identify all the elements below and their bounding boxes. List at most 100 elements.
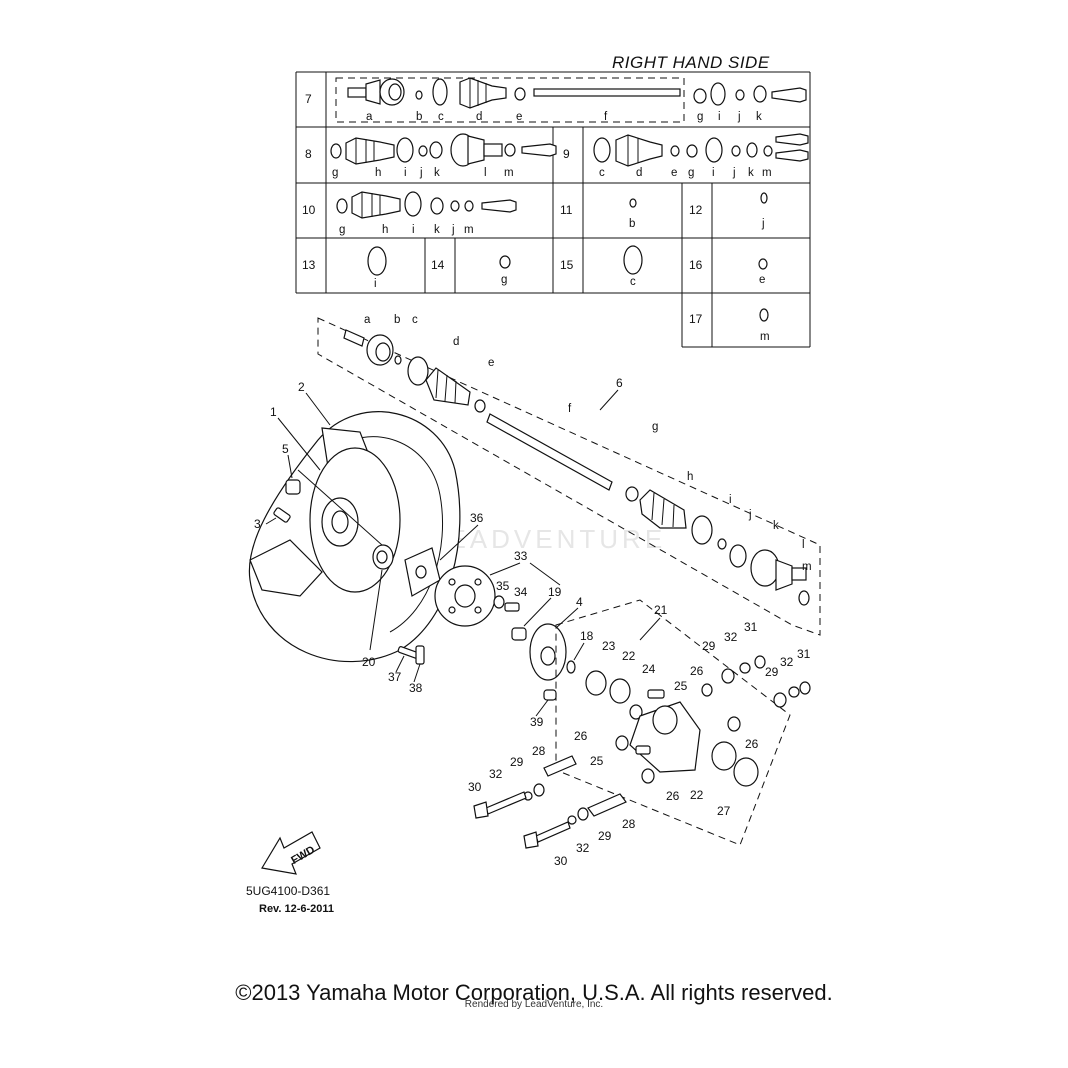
row-number-17: 17 [689, 312, 703, 326]
part-label-25: 25 [674, 679, 688, 693]
part-label-31b: 31 [797, 647, 811, 661]
row-number-15: 15 [560, 258, 574, 272]
revision-date: Rev. 12-6-2011 [259, 903, 334, 915]
shaft-letter-h: h [687, 471, 693, 483]
row-9-parts [593, 133, 809, 167]
part-label-32b: 32 [780, 655, 794, 669]
watermark: LEADVENTURE [430, 524, 666, 554]
part-3-stud [273, 507, 291, 523]
row-number-14: 14 [431, 258, 445, 272]
row17-part-m [759, 308, 769, 322]
part-label-26c: 26 [745, 737, 759, 751]
shaft-letter-a: a [364, 314, 371, 326]
part-label-26b: 26 [574, 729, 588, 743]
part-label-20: 20 [362, 655, 376, 669]
row7-letter-c: c [438, 111, 444, 123]
leader-lines [265, 389, 661, 717]
driveshaft-assembly [317, 317, 821, 636]
shaft-letter-k: k [773, 520, 779, 532]
row10-letter-j: j [451, 224, 455, 236]
part-label-36: 36 [470, 511, 484, 525]
row7-letter-b: b [416, 111, 422, 123]
part-label-32d: 32 [576, 841, 590, 855]
part-label-28b: 28 [622, 817, 636, 831]
row8-letter-h: h [375, 167, 381, 179]
part-label-29b: 29 [765, 665, 779, 679]
part-label-23: 23 [602, 639, 616, 653]
row15-part-c [623, 245, 643, 275]
row7-letter-e: e [516, 111, 522, 123]
row11-letter-b: b [629, 218, 635, 230]
row8-letter-l: l [484, 167, 487, 179]
part-label-21: 21 [654, 603, 668, 617]
part-38-bracket [415, 645, 425, 665]
parts-kit-table [295, 71, 811, 348]
part-label-6: 6 [616, 376, 623, 390]
part-19-nut [511, 627, 527, 641]
part-label-26d: 26 [666, 789, 680, 803]
part-label-24: 24 [642, 662, 656, 676]
part-label-27: 27 [717, 804, 731, 818]
row9-letter-m: m [762, 167, 772, 179]
part-label-37: 37 [388, 670, 402, 684]
shaft-letter-l: l [802, 539, 805, 551]
part-36-plate-hole [415, 565, 427, 579]
row14-letter-g: g [501, 274, 507, 286]
rendered-by: Rendered by LeadVenture, Inc. [464, 999, 604, 1010]
row14-part-g [499, 255, 511, 269]
row17-letter-m: m [760, 331, 770, 343]
part-4-disc [529, 623, 567, 681]
row-number-12: 12 [689, 203, 703, 217]
row-10-parts [336, 191, 517, 219]
row7-letter-d: d [476, 111, 482, 123]
part-label-3: 3 [254, 517, 261, 531]
shaft-letter-i: i [729, 494, 732, 506]
row8-letter-i: i [404, 167, 407, 179]
row7-letter-i: i [718, 111, 721, 123]
part-label-30: 30 [468, 780, 482, 794]
row13-letter-i: i [374, 278, 377, 290]
row7-letter-a: a [366, 111, 373, 123]
row8-letter-j: j [419, 167, 423, 179]
part-35-washer [493, 595, 505, 609]
part-18-ring [566, 660, 576, 674]
row10-letter-k: k [434, 224, 440, 236]
shaft-letter-b: b [394, 314, 400, 326]
row-number-9: 9 [563, 147, 570, 161]
shaft-letter-e: e [488, 357, 494, 369]
row-number-13: 13 [302, 258, 316, 272]
part-label-18: 18 [580, 629, 594, 643]
part-label-35: 35 [496, 579, 510, 593]
part-label-22: 22 [622, 649, 636, 663]
knuckle-assembly [555, 599, 811, 846]
row10-letter-m: m [464, 224, 474, 236]
row7-letter-j: j [737, 111, 741, 123]
part-label-29d: 29 [598, 829, 612, 843]
row12-part-j [760, 192, 768, 204]
part-label-29c: 29 [510, 755, 524, 769]
row9-letter-k: k [748, 167, 754, 179]
row10-letter-h: h [382, 224, 388, 236]
part-39-nut [543, 689, 557, 701]
row9-letter-g: g [688, 167, 694, 179]
part-label-25b: 25 [590, 754, 604, 768]
part-label-2: 2 [298, 380, 305, 394]
part-label-19: 19 [548, 585, 562, 599]
row8-letter-m: m [504, 167, 514, 179]
part-label-28: 28 [532, 744, 546, 758]
row7-letter-f: f [604, 111, 608, 123]
part-label-30b: 30 [554, 854, 568, 868]
part-label-39: 39 [530, 715, 544, 729]
row-number-11: 11 [560, 203, 573, 217]
row9-letter-i: i [712, 167, 715, 179]
shaft-letter-c: c [412, 314, 418, 326]
row7-letter-k: k [756, 111, 762, 123]
row10-letter-i: i [412, 224, 415, 236]
part-label-5: 5 [282, 442, 289, 456]
row9-letter-d: d [636, 167, 642, 179]
row10-letter-g: g [339, 224, 345, 236]
shaft-letter-g: g [652, 421, 658, 433]
reference-code: 5UG4100-D361 [246, 884, 330, 898]
part-label-34: 34 [514, 585, 528, 599]
part-label-26: 26 [690, 664, 704, 678]
